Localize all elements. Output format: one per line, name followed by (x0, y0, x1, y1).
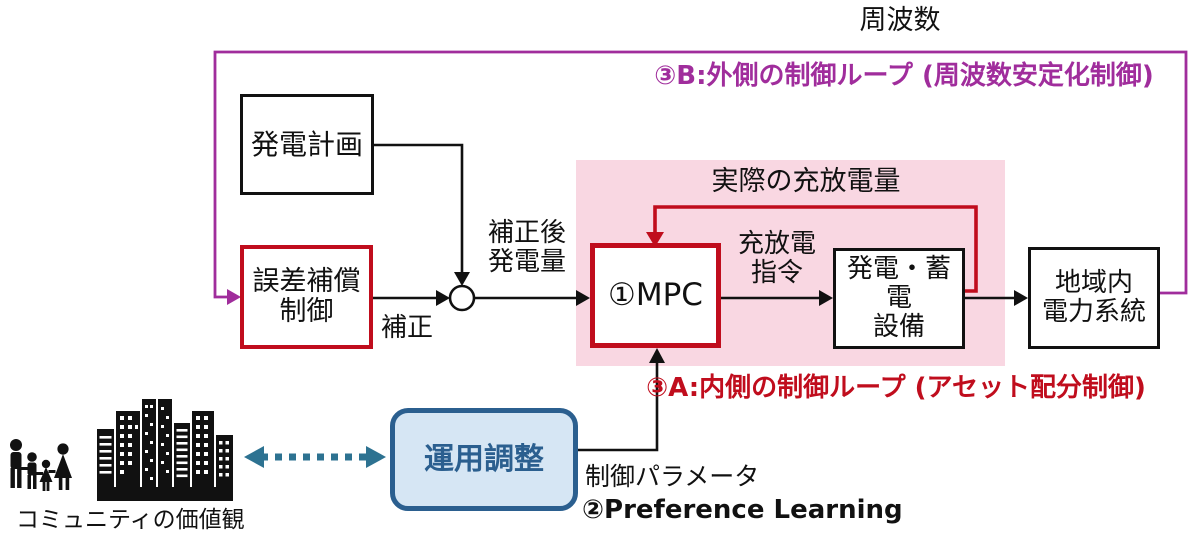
charge-command-line2: 指令 (750, 257, 803, 288)
outer-loop-line (213, 50, 1188, 305)
summing-junction (448, 284, 476, 312)
mpc-to-storage-line (720, 290, 833, 306)
generation-storage-line2: 設備 (872, 312, 925, 343)
operation-to-mpc-line (578, 348, 665, 452)
regional-grid-line2: 電力系統 (1041, 297, 1146, 327)
right-arrowhead-icon (576, 290, 590, 306)
charge-command-line1: 充放電 (737, 229, 816, 259)
junction-to-mpc-line (474, 290, 590, 306)
purple-arrowhead-icon (227, 289, 241, 305)
right-arrowhead-icon (1014, 290, 1028, 306)
city-skyline-icon (97, 399, 233, 501)
preference-learning-label: ②Preference Learning (582, 495, 903, 525)
mpc-box: ①MPC (590, 243, 721, 348)
error-compensation-box: 誤差補償 制御 (240, 245, 373, 349)
generation-storage-box: 発電・蓄電 設備 (833, 248, 965, 349)
frequency-label: 周波数 (859, 5, 941, 36)
error-compensation-line2: 制御 (279, 296, 334, 327)
corrected-output-line1: 補正後 (487, 218, 566, 248)
error-compensation-line1: 誤差補償 (252, 265, 361, 297)
correction-label: 補正 (381, 313, 434, 343)
plan-to-junction-line (373, 143, 470, 286)
corrected-output-label: 補正後 発電量 (467, 219, 587, 276)
up-arrowhead-icon (649, 348, 665, 363)
operation-adjustment-label: 運用調整 (424, 441, 544, 477)
actual-charge-discharge-label: 実際の充放電量 (711, 166, 901, 197)
mpc-label: ①MPC (608, 277, 703, 314)
red-arrowhead-icon (646, 232, 664, 247)
generation-storage-line1: 発電・蓄電 (846, 253, 951, 313)
regional-grid-box: 地域内 電力系統 (1028, 247, 1160, 349)
generation-plan-box: 発電計画 (240, 94, 374, 195)
error-to-junction-line (373, 290, 450, 306)
charge-command-label: 充放電 指令 (717, 230, 837, 287)
right-arrowhead-icon (436, 290, 450, 306)
dotted-double-arrow-icon (244, 446, 386, 468)
family-silhouette-icon (10, 439, 72, 491)
storage-to-grid-line (965, 290, 1028, 306)
operation-adjustment-box: 運用調整 (390, 408, 578, 511)
regional-grid-line1: 地域内 (1054, 267, 1133, 298)
community-values-label: コミュニティの価値観 (16, 507, 245, 533)
generation-plan-label: 発電計画 (250, 127, 363, 161)
corrected-output-line2: 発電量 (487, 246, 566, 277)
inner-loop-label: ③A:内側の制御ループ (アセット配分制御) (646, 373, 1146, 403)
down-arrowhead-icon (454, 272, 470, 286)
outer-loop-label: ③B:外側の制御ループ (周波数安定化制御) (654, 61, 1154, 91)
right-arrowhead-icon (819, 290, 833, 306)
control-parameters-label: 制御パラメータ (585, 462, 760, 491)
inner-loop-feedback-line (646, 205, 978, 293)
